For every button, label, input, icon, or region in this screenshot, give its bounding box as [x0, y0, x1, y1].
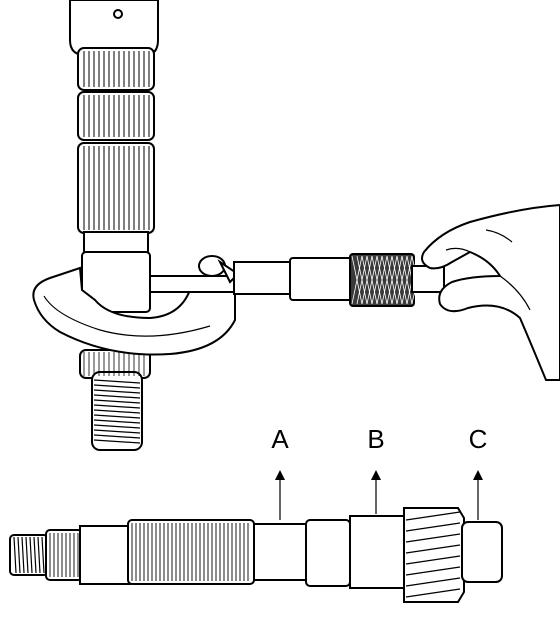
journal-a	[253, 523, 307, 581]
spline-section-upper	[77, 47, 155, 234]
label-b: B	[367, 424, 384, 454]
measurement-point-b: B	[367, 424, 385, 514]
hand	[421, 203, 560, 381]
journal-b	[349, 515, 405, 589]
label-a: A	[271, 424, 289, 454]
vertical-shaft	[69, 0, 159, 451]
journal-c	[461, 521, 503, 583]
measurement-point-a: A	[271, 424, 289, 520]
measurement-point-c: C	[469, 424, 488, 520]
label-c: C	[469, 424, 488, 454]
horizontal-shaft	[9, 507, 503, 603]
micrometer	[32, 253, 445, 356]
